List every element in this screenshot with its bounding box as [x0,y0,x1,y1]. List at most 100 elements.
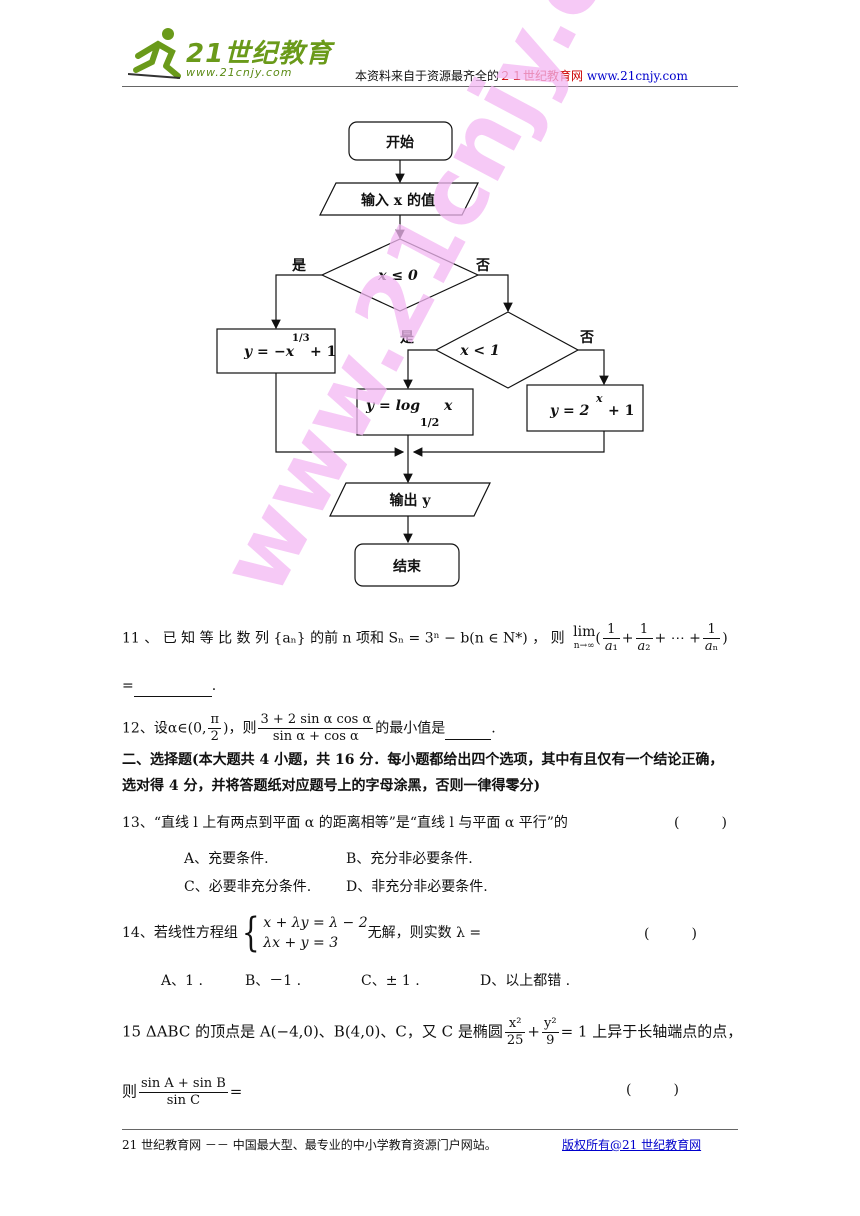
flow-yes1-label: 是 [292,258,307,274]
q15-paren[interactable]: ( ) [626,1082,679,1098]
q15-eq: = [229,1082,243,1101]
flow-branch3-exp: x [595,392,603,405]
flow-cond1-label: x ≤ 0 [377,268,418,284]
logo-url: www.21cnjy.com [186,66,293,79]
q12-pi-num: π [208,712,221,729]
q11-lim-sub: n→∞ [573,640,595,651]
flow-branch3-box [526,384,644,432]
flow-branch2-base: 1/2 [420,416,439,429]
flow-output-label: 输出 y [389,492,431,509]
flow-branch2-x: x [443,398,453,414]
header-source: 本资料来自于资源最齐全的２１世纪教育网 www.21cnjy.com [355,67,688,84]
flow-no2-label: 否 [579,330,594,346]
q12-text-c: 的最小值是 [375,720,446,737]
flow-branch3-y: y = 2 [549,403,590,419]
q12-num: 3 + 2 sin α cos α [258,712,374,729]
q12-text-a: 12、设α∈(0, [122,720,207,737]
q13-text: 13、“直线 l 上有两点到平面 α 的距离相等”是“直线 l 与平面 α 平行… [122,815,568,831]
flow-decision-2 [434,311,580,389]
flow-decision-1 [320,238,480,312]
flow-branch2-y: y = log [365,398,420,414]
q12-pi-den: 2 [210,729,219,744]
flow-yes2-label: 是 [400,330,415,346]
q14-eq1: x + λy = λ − 2 [263,915,368,931]
footer-text: 21 世纪教育网 －－ 中国最大型、最专业的中小学教育资源门户网站。 [122,1138,497,1152]
q12-den: sin α + cos α [272,729,359,744]
flow-branch3-tail: + 1 [608,403,634,419]
question-11: 11 、 已 知 等 比 数 列 {aₙ} 的前 n 项和 Sₙ = 3ⁿ − … [122,622,728,654]
q15-f1-den: 25 [506,1033,524,1048]
flow-input-label: 输入 x 的值 [361,192,435,209]
q11-blank[interactable] [133,676,212,697]
footer: 21 世纪教育网 －－ 中国最大型、最专业的中小学教育资源门户网站。 版权所有@… [122,1136,701,1153]
footer-rule [122,1129,738,1130]
q12-text-b: )，则 [223,720,257,737]
logo-text: 21世纪教育 [186,39,333,69]
q12-blank[interactable] [445,719,492,740]
q13-option-d[interactable]: D、非充分非必要条件. [346,879,488,895]
question-11-answer: = . [122,676,216,697]
q11-lim: lim [573,623,596,640]
header-source-site[interactable]: www.21cnjy.com [586,69,688,83]
section-2-line-2: 选对得 4 分，并将答题纸对应题号上的字母涂黑，否则一律得零分) [122,778,541,794]
q15-den: sin C [166,1093,201,1108]
flow-branch1-exp: 1/3 [292,333,310,344]
header-source-prefix: 本资料来自于资源最齐全的 [355,69,500,83]
q15-text-a: 15 ΔABC 的顶点是 A(−4,0)、B(4,0)、C，又 C 是椭圆 [122,1022,503,1041]
flow-branch1-tail: + 1 [310,344,336,360]
q13-paren[interactable]: ( ) [674,815,727,831]
q12-end: . [491,720,496,737]
q14-text-a: 14、若线性方程组 [122,925,238,941]
flow-start-label: 开始 [386,134,414,151]
flow-input-box [319,182,479,216]
q15-plus: + [527,1022,540,1041]
q11-eq: = [122,678,134,694]
q14-option-b[interactable]: B、－1 . [245,973,302,989]
header-source-brand: ２１世纪教育网 [499,69,584,83]
footer-copyright-link[interactable]: 版权所有@21 世纪教育网 [562,1138,702,1152]
q13-option-a[interactable]: A、充要条件. [184,851,269,867]
q13-option-b[interactable]: B、充分非必要条件. [346,851,473,867]
q14-option-a[interactable]: A、1 . [161,973,203,989]
section-2-line-1: 二、选择题(本大题共 4 小题，共 16 分．每小题都给出四个选项，其中有且仅有… [122,752,724,768]
q14-option-c[interactable]: C、± 1 . [361,973,420,989]
flow-arrow [275,373,405,457]
q15-f1-num: x² [504,1016,526,1033]
q11-text: 已 知 等 比 数 列 {aₙ} 的前 n 项和 Sₙ = 3ⁿ − b(n ∈… [162,630,565,647]
q15-f2-num: y² [542,1016,559,1033]
q14-text-b: 无解，则实数 λ = [367,925,482,941]
flow-arrow [271,274,322,330]
flow-end-label: 结束 [393,558,422,575]
flow-branch1-expr: −x [274,344,295,360]
q13-option-c[interactable]: C、必要非充分条件. [184,879,312,895]
flow-end-box [354,543,460,587]
q15-f2-den: 9 [546,1033,555,1048]
flow-cond2-label: x < 1 [459,343,500,359]
runner-logo-icon [128,28,181,79]
flowchart: 开始 输入 x 的值 x ≤ 0 是 否 y = −x 1/3 + 1 x < … [216,121,644,587]
flow-no1-label: 否 [475,258,490,274]
flow-branch1-y: y = [243,344,269,360]
question-14: 14、若线性方程组{x + λy = λ − 2 λx + y = 3 无解，则实数… [122,910,481,956]
q14-option-d[interactable]: D、以上都错 . [480,973,571,989]
q14-brace: { [241,910,260,956]
q11-number: 11 、 [122,630,159,647]
q15-text-c: 则 [122,1082,138,1101]
flow-arrow [578,349,609,386]
flow-output-box [329,482,491,517]
q15-num: sin A + sin B [139,1076,228,1093]
q14-eq2: λx + y = 3 [263,935,339,951]
q11-end: . [211,678,217,694]
flow-branch2-box [356,388,474,436]
flow-arrow [412,431,605,457]
header-rule [122,86,738,87]
q15-text-b: = 1 上异于长轴端点的点， [560,1022,743,1041]
q14-paren[interactable]: ( ) [644,926,697,942]
flow-arrow [403,349,436,390]
